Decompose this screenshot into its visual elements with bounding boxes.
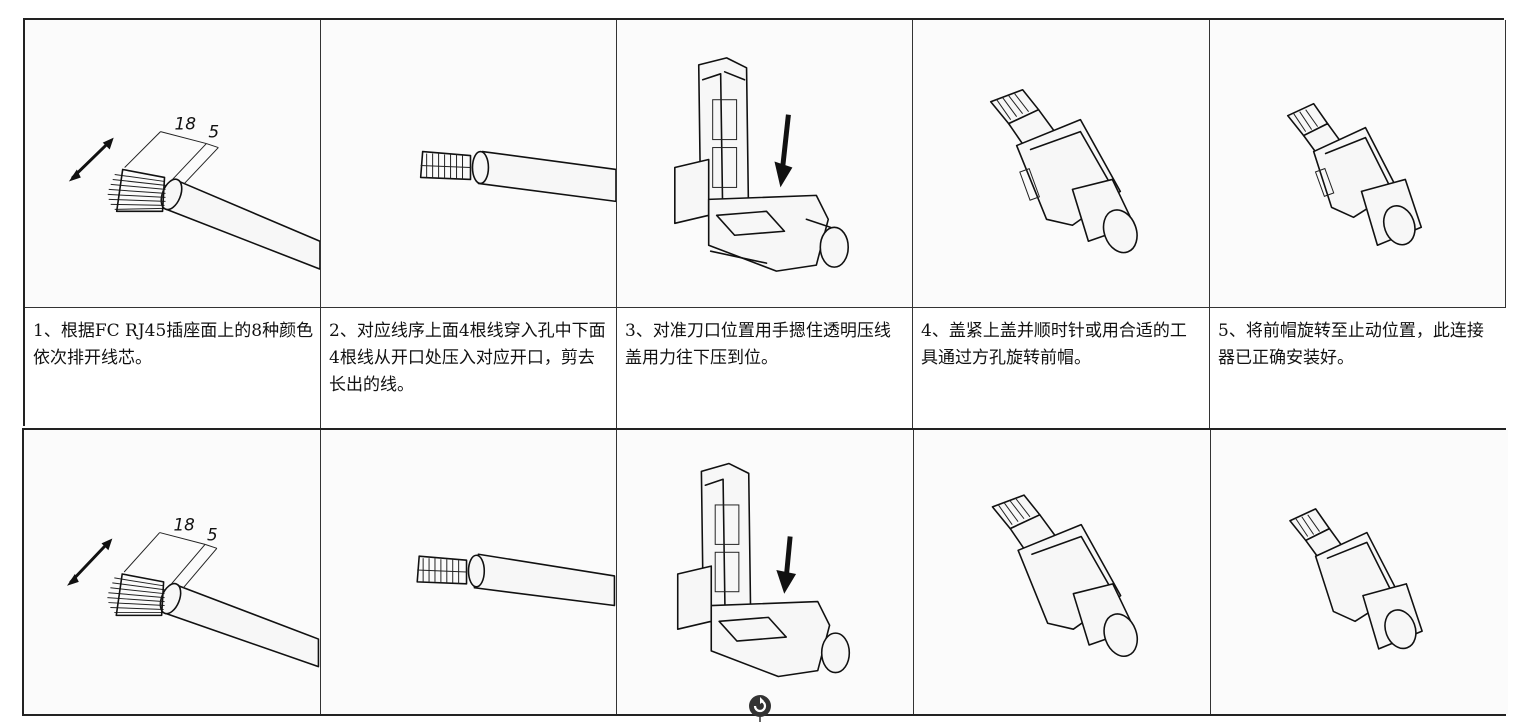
- step-1-illustration: 18 5: [25, 20, 321, 308]
- dimension-18: 18: [174, 114, 196, 134]
- dimension-18: 18: [173, 515, 194, 535]
- step-4-caption: 4、盖紧上盖并顺时针或用合适的工具通过方孔旋转前帽。: [913, 308, 1210, 428]
- step-2-illustration-repeat: [321, 430, 617, 714]
- down-arrow-icon: [776, 536, 797, 594]
- reload-icon[interactable]: [747, 693, 773, 722]
- step-3-caption: 3、对准刀口位置用手摁住透明压线盖用力往下压到位。: [617, 308, 913, 428]
- step-4-illustration-repeat: [914, 430, 1211, 714]
- down-arrow-icon: [774, 114, 793, 188]
- step-2-illustration: [321, 20, 617, 308]
- double-arrow-icon: [66, 538, 113, 586]
- step-4-illustration: [913, 20, 1210, 308]
- steps-table-top: 18 5: [23, 18, 1506, 428]
- step-1-caption: 1、根据FC RJ45插座面上的8种颜色依次排开线芯。: [25, 308, 321, 428]
- step-2-caption: 2、对应线序上面4根线穿入孔中下面4根线从开口处压入对应开口，剪去长出的线。: [321, 308, 617, 428]
- step-3-illustration: [617, 20, 913, 308]
- double-arrow-icon: [68, 137, 114, 182]
- step-5-illustration: [1210, 20, 1506, 308]
- step-3-illustration-repeat: [617, 430, 914, 714]
- step-5-caption: 5、将前帽旋转至止动位置，此连接器已正确安装好。: [1210, 308, 1506, 428]
- dimension-5: 5: [208, 122, 219, 142]
- steps-table-bottom: 18 5: [22, 428, 1508, 716]
- step-5-illustration-repeat: [1211, 430, 1508, 714]
- dimension-5: 5: [207, 524, 218, 544]
- step-1-illustration-repeat: 18 5: [24, 430, 321, 714]
